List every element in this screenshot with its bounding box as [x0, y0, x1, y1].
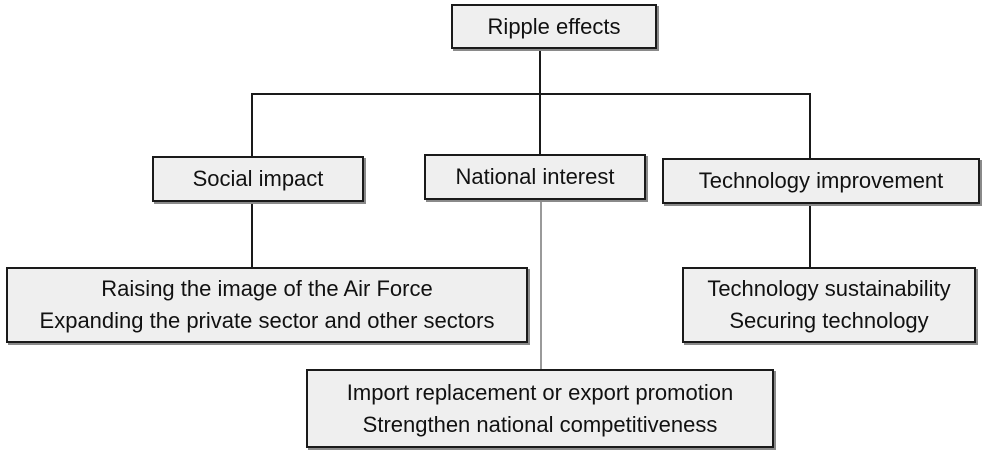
technology-improvement-label: Technology improvement — [698, 168, 944, 193]
root-node: Ripple effects — [451, 4, 657, 49]
connector-branch-bar — [251, 93, 811, 95]
technology-improvement-detail-2: Securing technology — [729, 308, 929, 333]
social-impact-node: Social impact — [152, 156, 364, 202]
technology-improvement-node: Technology improvement — [662, 158, 980, 204]
technology-improvement-details: Technology sustainability Securing techn… — [682, 267, 976, 343]
connector-social — [251, 93, 253, 157]
social-impact-details: Raising the image of the Air Force Expan… — [6, 267, 528, 343]
connector-national-detail — [540, 200, 542, 370]
national-interest-detail-1: Import replacement or export promotion — [346, 379, 734, 405]
connector-social-detail — [251, 201, 253, 268]
social-impact-label: Social impact — [192, 166, 324, 191]
root-label: Ripple effects — [487, 13, 621, 39]
technology-improvement-detail-1: Technology sustainability — [707, 276, 951, 301]
connector-national — [539, 93, 541, 155]
national-interest-details: Import replacement or export promotion S… — [306, 369, 774, 448]
national-interest-detail-2: Strengthen national competitiveness — [362, 411, 718, 437]
national-interest-node: National interest — [424, 154, 646, 200]
connector-technology-detail — [809, 203, 811, 268]
connector-technology — [809, 93, 811, 159]
connector-root-down — [539, 48, 541, 95]
social-impact-detail-2: Expanding the private sector and other s… — [39, 308, 495, 333]
social-impact-detail-1: Raising the image of the Air Force — [101, 276, 433, 301]
national-interest-label: National interest — [455, 164, 615, 189]
